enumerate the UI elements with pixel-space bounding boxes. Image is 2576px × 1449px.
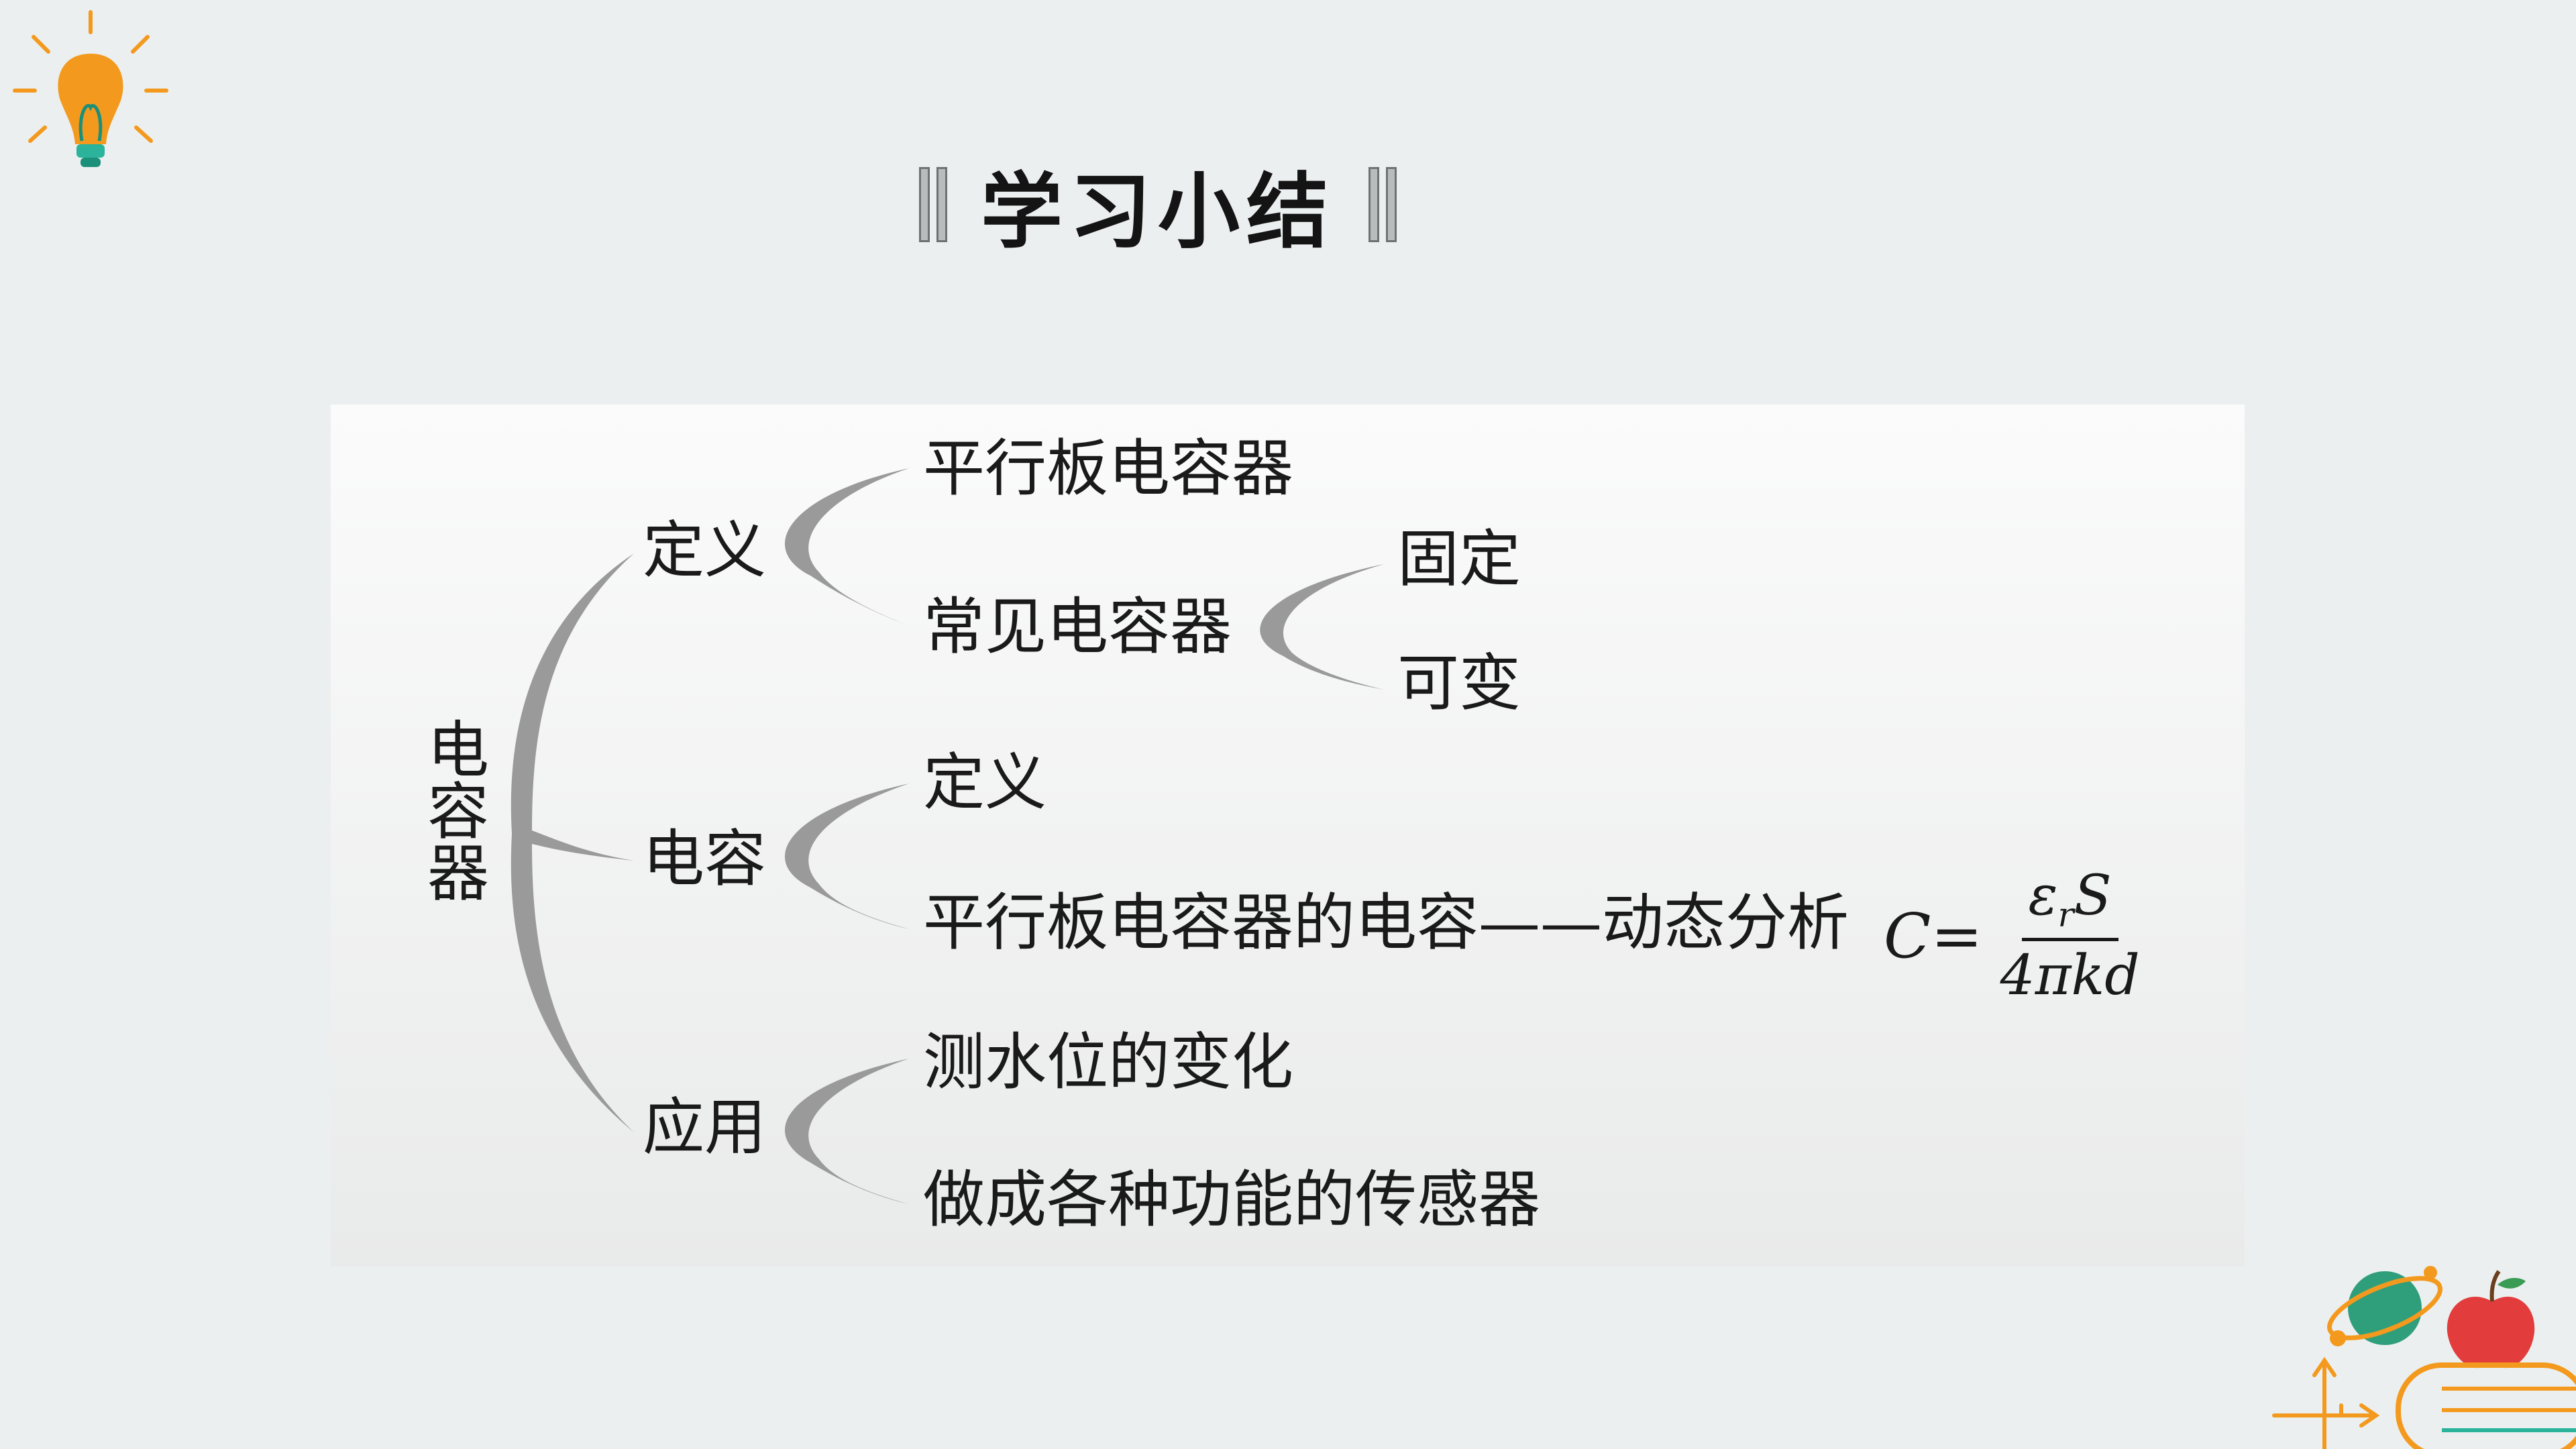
- formula-area: S: [2074, 864, 2112, 928]
- leaf-parallel-plate-capacitance: 平行板电容器的电容——动态分析: [923, 887, 1849, 959]
- page-title: 学习小结: [981, 164, 1335, 260]
- leaf-parallel-plate-capacitor: 平行板电容器: [923, 433, 1294, 504]
- formula-subscript: r: [2057, 895, 2074, 934]
- leaf-water-level: 测水位的变化: [923, 1026, 1294, 1098]
- formula-numerator: εrS: [2021, 864, 2118, 942]
- formula-lhs: C=: [1884, 900, 1983, 972]
- capacitance-formula: C= εrS 4πkd: [1884, 864, 2140, 1008]
- title-right-bars: [1368, 167, 1397, 242]
- formula-denominator: 4πkd: [2000, 944, 2140, 1008]
- book-icon: [2396, 1362, 2576, 1449]
- school-decoration: [2272, 1266, 2576, 1449]
- title-left-bars: [919, 167, 947, 242]
- leaf-variable: 可变: [1397, 647, 1521, 719]
- formula-epsilon: ε: [2028, 864, 2058, 928]
- leaf-common-capacitors: 常见电容器: [923, 591, 1232, 663]
- tree-braces: [511, 468, 1384, 1204]
- branch-label-capacitance: 电容: [643, 823, 767, 895]
- apple-icon: [2447, 1270, 2535, 1368]
- title-block: 学习小结: [919, 154, 1397, 260]
- leaf-fixed: 固定: [1397, 523, 1521, 595]
- concept-map-panel: 电容器 定义 电容 应用 平行板电容器 常见电容器 固定 可变 定义 平行板电容…: [331, 405, 2245, 1267]
- branch-label-application: 应用: [643, 1091, 767, 1163]
- compass-icon: [2272, 1356, 2380, 1449]
- leaf-sensors: 做成各种功能的传感器: [923, 1164, 1541, 1236]
- root-label: 电容器: [427, 714, 489, 910]
- branch-label-definition: 定义: [643, 515, 767, 586]
- lightbulb-icon: [13, 10, 168, 167]
- formula-fraction: εrS 4πkd: [2000, 864, 2139, 1008]
- planet-icon: [2327, 1266, 2443, 1346]
- leaf-capacitance-definition: 定义: [923, 747, 1047, 818]
